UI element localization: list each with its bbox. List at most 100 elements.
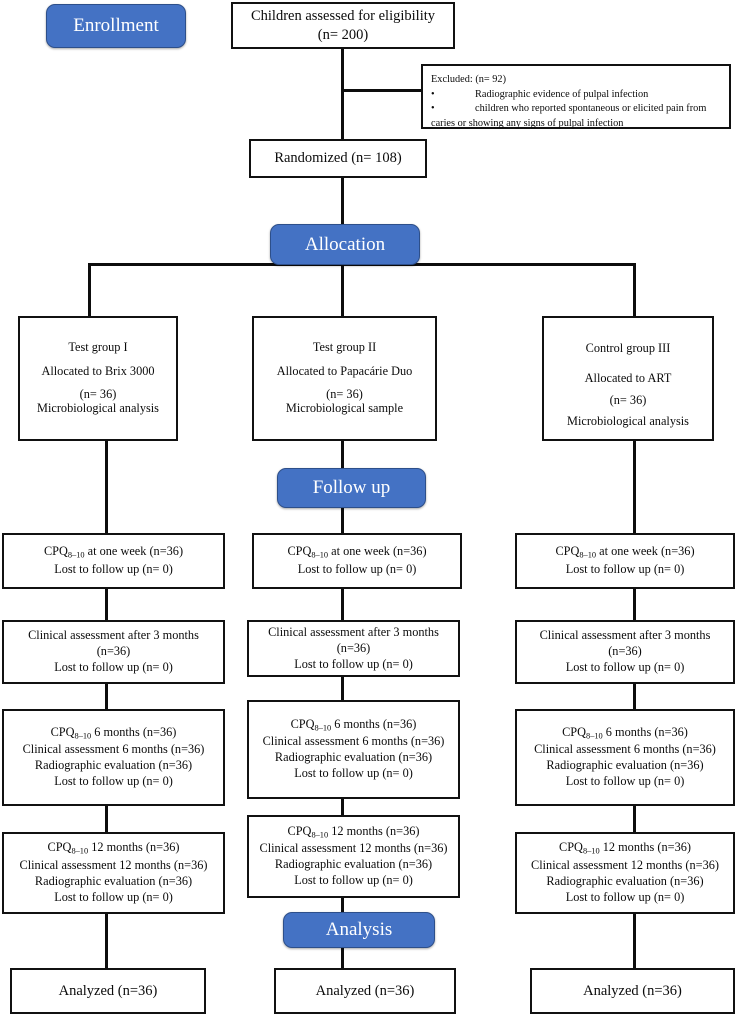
connector-c1-m6-to-m12 (105, 806, 108, 832)
c3-m6-clinical: Clinical assessment 6 months (n=36) (534, 742, 716, 757)
group2-line3: (n= 36) (326, 387, 363, 401)
box-c2-analyzed: Analyzed (n=36) (274, 968, 456, 1014)
c3-week1-lost: Lost to follow up (n= 0) (565, 561, 685, 576)
c2-m6-lost: Lost to follow up (n= 0) (294, 766, 413, 781)
stage-badge-allocation: Allocation (270, 224, 420, 265)
connector-g1-to-week1 (105, 440, 108, 533)
group3-line4: Microbiological analysis (567, 414, 689, 429)
box-children-assessed: Children assessed for eligibility (n= 20… (231, 2, 455, 49)
c2-week1-lost: Lost to follow up (n= 0) (297, 561, 417, 576)
box-c3-month6: CPQ8–10 6 months (n=36) Clinical assessm… (515, 709, 735, 806)
children-assessed-line2: (n= 200) (317, 26, 369, 43)
group2-line4: Microbiological sample (285, 401, 404, 416)
group1-line3: (n= 36) (79, 387, 117, 401)
box-c2-month3: Clinical assessment after 3 months (n=36… (247, 620, 460, 677)
children-assessed-line1: Children assessed for eligibility (250, 7, 436, 24)
group3-line2: Allocated to ART (584, 370, 672, 385)
c2-analyzed-label: Analyzed (n=36) (315, 982, 415, 999)
c1-m3-line3: Lost to follow up (n= 0) (54, 659, 173, 674)
c2-m12-cpq: CPQ8–10 12 months (n=36) (287, 823, 420, 840)
c3-m6-lost: Lost to follow up (n= 0) (565, 774, 685, 789)
connector-followup-to-week1 (341, 508, 344, 535)
connector-c1-m3-to-m6 (105, 683, 108, 709)
c1-m6-cpq: CPQ8–10 6 months (n=36) (50, 724, 177, 741)
connector-c1-week1-to-m3 (105, 588, 108, 620)
stage-badge-enrollment-label: Enrollment (73, 15, 159, 36)
group2-line1: Test group II (312, 340, 377, 355)
c1-m12-cpq: CPQ8–10 12 months (n=36) (47, 840, 180, 856)
connector-c3-week1-to-m3 (633, 588, 636, 620)
box-c3-week1: CPQ8–10 at one week (n=36) Lost to follo… (515, 533, 735, 589)
stage-badge-followup-label: Follow up (312, 477, 391, 498)
connector-g2-to-followup (341, 440, 344, 468)
c1-m12-lost: Lost to follow up (n= 0) (54, 889, 173, 904)
bullet-glyph-icon-2: • (431, 103, 435, 115)
group2-line2: Allocated to Papacárie Duo (276, 363, 413, 378)
stage-badge-analysis-label: Analysis (325, 919, 393, 940)
c1-m3-line1: Clinical assessment after 3 months (28, 628, 199, 643)
group1-line2: Allocated to Brix 3000 (41, 363, 155, 378)
c3-m3-line3: Lost to follow up (n= 0) (565, 659, 685, 674)
c3-week1-cpq: CPQ8–10 at one week (n=36) (555, 544, 695, 560)
c1-week1-lost: Lost to follow up (n= 0) (54, 561, 173, 576)
c1-m12-radiographic: Radiographic evaluation (n=36) (34, 873, 193, 888)
c1-analyzed-label: Analyzed (n=36) (58, 982, 158, 999)
randomized-label: Randomized (n= 108) (274, 150, 402, 167)
connector-c2-analysis-to-analyzed (341, 944, 344, 970)
box-c1-month12: CPQ8–10 12 months (n=36) Clinical assess… (2, 832, 225, 914)
connector-c1-m12-to-analyzed (105, 914, 108, 968)
c1-week1-cpq: CPQ8–10 at one week (n=36) (43, 544, 184, 560)
c2-m6-clinical: Clinical assessment 6 months (n=36) (262, 734, 445, 749)
c3-m3-line2: (n=36) (608, 644, 642, 658)
stage-badge-analysis: Analysis (283, 912, 435, 948)
c3-m12-radiographic: Radiographic evaluation (n=36) (546, 873, 704, 888)
c2-m12-radiographic: Radiographic evaluation (n=36) (274, 857, 433, 872)
stage-badge-followup: Follow up (277, 468, 426, 508)
excluded-bullet-2-text: children who reported spontaneous or eli… (475, 103, 707, 115)
group1-line4: Microbiological analysis (37, 401, 159, 416)
c3-m6-cpq: CPQ8–10 6 months (n=36) (562, 724, 688, 741)
connector-c2-week1-to-m3 (341, 588, 344, 620)
box-c1-month3: Clinical assessment after 3 months (n=36… (2, 620, 225, 684)
stage-badge-allocation-label: Allocation (304, 233, 386, 255)
bullet-glyph-icon: • (431, 88, 435, 100)
box-randomized: Randomized (n= 108) (249, 139, 427, 178)
connector-allocation-center-drop (341, 263, 344, 316)
c1-m3-line2: (n=36) (96, 644, 131, 658)
box-c2-month6: CPQ8–10 6 months (n=36) Clinical assessm… (247, 700, 460, 799)
c1-m6-lost: Lost to follow up (n= 0) (54, 774, 173, 789)
connector-c3-m6-to-m12 (633, 806, 636, 832)
box-c1-week1: CPQ8–10 at one week (n=36) Lost to follo… (2, 533, 225, 589)
connector-c2-m12-to-analysis (341, 898, 344, 918)
connector-allocation-right-drop (633, 263, 636, 316)
c2-m12-lost: Lost to follow up (n= 0) (294, 873, 413, 888)
c3-m12-clinical: Clinical assessment 12 months (n=36) (531, 857, 719, 872)
box-test-group-1: Test group I Allocated to Brix 3000 (n= … (18, 316, 178, 441)
c2-m3-line2: (n=36) (336, 640, 371, 655)
box-c2-week1: CPQ8–10 at one week (n=36) Lost to follo… (252, 533, 462, 589)
connector-g3-to-week1 (633, 440, 636, 533)
connector-assessed-to-randomized (341, 48, 344, 140)
connector-c2-m3-to-m6 (341, 676, 344, 700)
excluded-bullet-1-text: Radiographic evidence of pulpal infectio… (475, 88, 649, 100)
group3-line3: (n= 36) (609, 392, 647, 407)
connector-c3-m3-to-m6 (633, 683, 636, 709)
c3-m12-lost: Lost to follow up (n= 0) (565, 889, 685, 904)
box-test-group-2: Test group II Allocated to Papacárie Duo… (252, 316, 437, 441)
c1-m12-clinical: Clinical assessment 12 months (n=36) (19, 857, 208, 872)
c3-m3-line1: Clinical assessment after 3 months (539, 628, 711, 643)
connector-to-excluded (341, 89, 421, 92)
c3-m12-cpq: CPQ8–10 12 months (n=36) (559, 840, 691, 856)
c1-m6-radiographic: Radiographic evaluation (n=36) (34, 758, 193, 773)
group3-line1: Control group III (585, 341, 671, 356)
box-c3-month12: CPQ8–10 12 months (n=36) Clinical assess… (515, 832, 735, 914)
c2-m12-clinical: Clinical assessment 12 months (n=36) (259, 841, 448, 856)
box-c3-month3: Clinical assessment after 3 months (n=36… (515, 620, 735, 684)
c2-m3-line1: Clinical assessment after 3 months (268, 624, 439, 639)
group1-line1: Test group I (68, 340, 128, 355)
excluded-bullet-2: • children who reported spontaneous or el… (431, 102, 721, 117)
c2-m6-radiographic: Radiographic evaluation (n=36) (274, 750, 433, 765)
stage-badge-enrollment: Enrollment (46, 4, 186, 48)
box-control-group-3: Control group III Allocated to ART (n= 3… (542, 316, 714, 441)
box-c1-analyzed: Analyzed (n=36) (10, 968, 206, 1014)
